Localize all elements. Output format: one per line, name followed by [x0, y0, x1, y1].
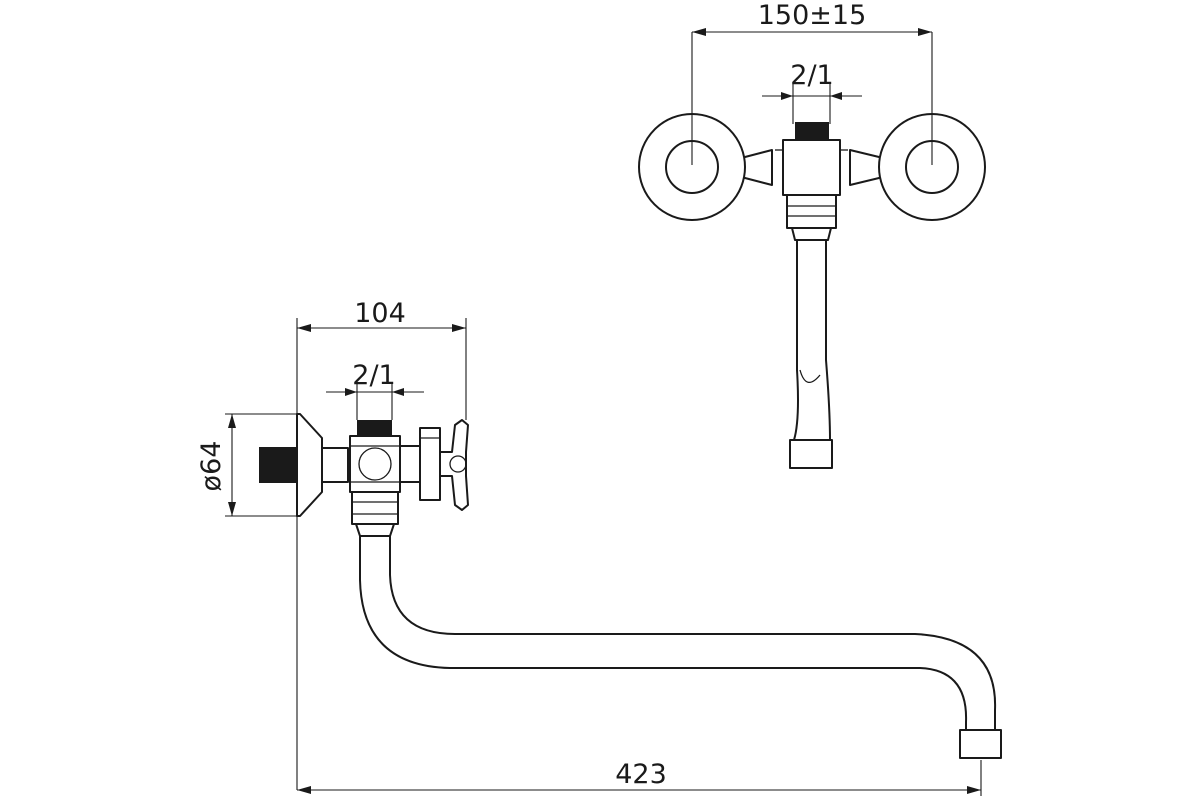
side-view: 104 2/1 ø64 — [196, 298, 1002, 796]
side-inlet-thread-icon — [259, 447, 297, 483]
dimension-center-distance: 150±15 — [691, 0, 933, 165]
front-thread-icon — [795, 122, 829, 140]
dimension-depth-label: 104 — [354, 298, 406, 329]
side-spout — [359, 535, 1002, 759]
dimension-spout-length: 423 — [297, 759, 982, 796]
dimension-spout-length-label: 423 — [615, 759, 667, 790]
front-view: 150±15 2/1 — [638, 0, 986, 469]
dimension-front-thread: 2/1 — [762, 60, 862, 124]
wall-flange — [296, 413, 323, 517]
dimension-depth: 104 — [296, 298, 467, 790]
dimension-front-thread-label: 2/1 — [790, 60, 833, 91]
dimension-flange-diameter: ø64 — [196, 413, 297, 517]
right-valve-handle — [878, 113, 986, 221]
left-valve-handle — [638, 113, 746, 221]
dimension-side-thread-label: 2/1 — [352, 360, 395, 391]
dimension-center-distance-label: 150±15 — [758, 0, 867, 31]
side-thread-icon — [357, 420, 392, 436]
dimension-flange-diameter-label: ø64 — [196, 441, 227, 492]
cross-handle-icon — [439, 419, 469, 511]
dimension-side-thread: 2/1 — [326, 360, 424, 420]
